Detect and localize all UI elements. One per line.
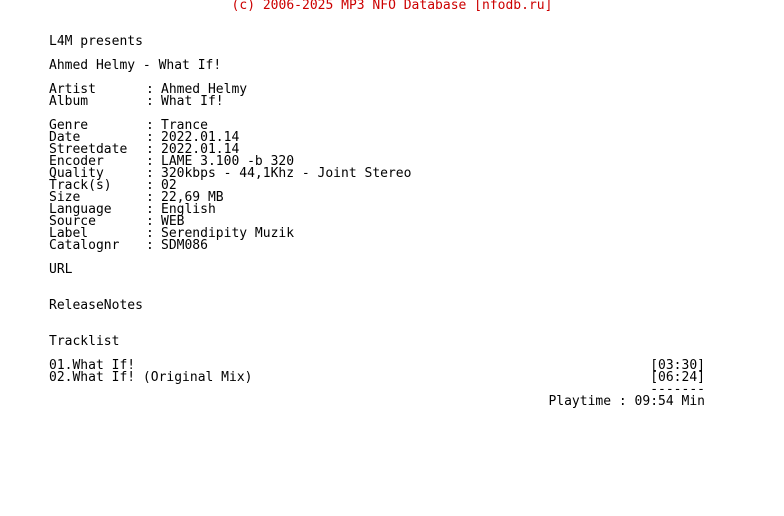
info-row-tracks: Track(s):02	[49, 178, 769, 193]
release-title: Ahmed Helmy - What If!	[49, 58, 222, 73]
info-value: 2022.01.14	[161, 142, 240, 157]
info-key: Track(s)	[49, 178, 112, 193]
info-row-streetdate: Streetdate:2022.01.14	[49, 142, 769, 157]
info-sep: :	[146, 82, 154, 97]
info-value: Trance	[161, 118, 208, 133]
url-label: URL	[49, 262, 73, 277]
info-key: Source	[49, 214, 96, 229]
info-key: Language	[49, 202, 112, 217]
info-row-label: Label: Serendipity Muzik	[49, 226, 769, 241]
info-sep: :	[146, 202, 154, 217]
info-sep: :	[146, 214, 154, 229]
info-row-size: Size:22,69 MB	[49, 190, 769, 205]
info-row-quality: Quality:320kbps - 44,1Khz - Joint Stereo	[49, 166, 769, 181]
info-value: What If!	[161, 94, 224, 109]
info-row-artist: Artist: Ahmed Helmy	[49, 82, 769, 97]
info-key: Label	[49, 226, 89, 241]
track-row: 01.What If! [03:30]	[49, 358, 705, 373]
info-sep: :	[146, 190, 154, 205]
playtime-line: Playtime : 09:54 Min	[548, 394, 705, 409]
info-value: 320kbps - 44,1Khz - Joint Stereo	[161, 166, 412, 181]
info-value: 2022.01.14	[161, 130, 240, 145]
track-title: 01.What If!	[49, 358, 136, 373]
info-row-album: Album: What If!	[49, 94, 769, 109]
info-row-genre: Genre: Trance	[49, 118, 769, 133]
track-time: [03:30]	[650, 358, 705, 373]
info-key: Streetdate	[49, 142, 128, 157]
info-key: Encoder	[49, 154, 104, 169]
track-row: 02.What If! (Original Mix) [06:24]	[49, 370, 705, 385]
info-key: Date	[49, 130, 81, 145]
info-sep: :	[146, 142, 154, 157]
info-row-date: Date:2022.01.14	[49, 130, 769, 145]
track-title: 02.What If! (Original Mix)	[49, 370, 253, 385]
info-key: Album	[49, 94, 89, 109]
info-sep: :	[146, 118, 154, 133]
info-sep: :	[146, 178, 154, 193]
release-notes-label: ReleaseNotes	[49, 298, 143, 313]
nfo-text: L4M presents Ahmed Helmy - What If! Arti…	[49, 0, 769, 408]
info-key: Catalognr	[49, 238, 120, 253]
track-time: [06:24]	[650, 370, 705, 385]
info-sep: :	[146, 238, 154, 253]
info-key: Size	[49, 190, 81, 205]
info-sep: :	[146, 130, 154, 145]
info-row-encoder: Encoder: LAME 3.100 -b 320	[49, 154, 769, 169]
info-value: 22,69 MB	[161, 190, 224, 205]
info-value: 02	[161, 178, 177, 193]
info-value: Ahmed Helmy	[161, 82, 248, 97]
presents-line: L4M presents	[49, 34, 143, 49]
info-sep: :	[146, 154, 154, 169]
info-value: WEB	[161, 214, 185, 229]
info-key: Genre	[49, 118, 89, 133]
info-value: Serendipity Muzik	[161, 226, 295, 241]
tracklist-label: Tracklist	[49, 334, 120, 349]
info-sep: :	[146, 226, 154, 241]
info-key: Artist	[49, 82, 96, 97]
info-value: English	[161, 202, 216, 217]
total-separator: -------	[650, 382, 705, 397]
info-value: SDM086	[161, 238, 208, 253]
info-value: LAME 3.100 -b 320	[161, 154, 295, 169]
info-row-source: Source: WEB	[49, 214, 769, 229]
info-row-language: Language: English	[49, 202, 769, 217]
copyright-header: (c) 2006-2025 MP3 NFO Database [nfodb.ru…	[231, 0, 553, 13]
info-key: Quality	[49, 166, 104, 181]
info-sep: :	[146, 166, 154, 181]
info-sep: :	[146, 94, 154, 109]
info-row-catalognr: Catalognr: SDM086	[49, 238, 769, 253]
